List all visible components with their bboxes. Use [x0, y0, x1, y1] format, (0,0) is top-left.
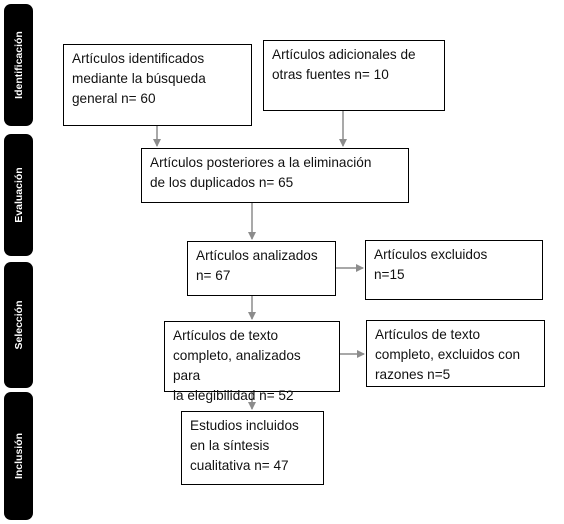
box-additional-sources: Artículos adicionales de otras fuentes n… — [263, 40, 445, 111]
phase-identificacion: Identificación — [4, 4, 33, 126]
phase-inclusion: Inclusión — [4, 392, 33, 520]
box-after-duplicates: Artículos posteriores a la eliminación d… — [141, 148, 409, 203]
box-identified-articles: Artículos identificados mediante la búsq… — [63, 44, 252, 126]
phase-seleccion: Selección — [4, 262, 33, 388]
box-analyzed: Artículos analizados n= 67 — [187, 241, 336, 296]
phase-evaluacion: Evaluación — [4, 134, 33, 256]
box-full-text-excluded: Artículos de texto completo, excluidos c… — [366, 320, 545, 387]
box-full-text-analyzed: Artículos de texto completo, analizados … — [164, 321, 340, 403]
box-included-studies: Estudios incluidos en la síntesis cualit… — [181, 411, 324, 485]
box-excluded: Artículos excluidos n=15 — [365, 240, 543, 300]
